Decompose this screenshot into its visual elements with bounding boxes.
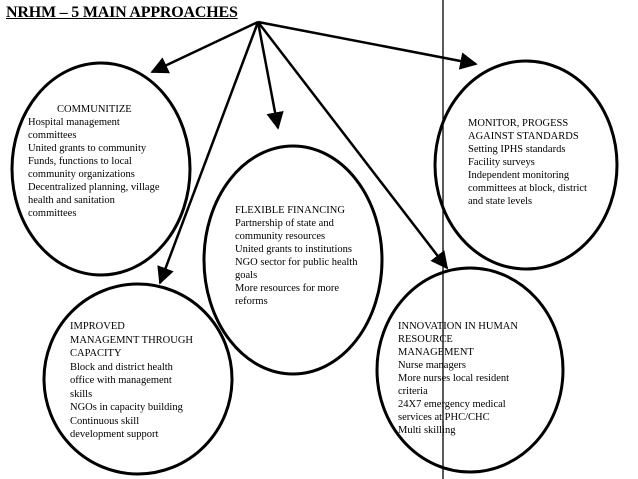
node-communitize-text: COMMUNITIZE Hospital management committe…	[28, 103, 160, 220]
page-title: NRHM – 5 MAIN APPROACHES	[6, 4, 238, 21]
node-communitize-line: health and sanitation	[28, 195, 115, 206]
node-communitize-line: committees	[28, 208, 77, 219]
node-communitize-line: community organizations	[28, 169, 135, 180]
node-improved-management-line: Block and district health	[70, 361, 173, 373]
node-monitor-heading: AGAINST STANDARDS	[468, 131, 579, 142]
node-flexible-financing-line: community resources	[235, 231, 326, 242]
node-monitor-text: MONITOR, PROGESS AGAINST STANDARDS Setti…	[468, 117, 587, 208]
node-innovation-hr-line: services at PHC/CHC	[398, 412, 490, 423]
node-innovation-hr-shape	[375, 266, 565, 474]
arrow-to-flexible-financing	[256, 21, 284, 130]
node-innovation-hr-line: 24X7 emergency medical	[398, 399, 506, 410]
node-communitize-heading: COMMUNITIZE	[57, 104, 132, 115]
node-communitize-line: Funds, functions to local	[28, 156, 132, 167]
node-improved-management-line: skills	[70, 388, 93, 400]
node-monitor-line: Independent monitoring	[468, 170, 570, 181]
arrow-to-communitize	[150, 20, 259, 74]
node-communitize-line: Hospital management	[28, 117, 120, 128]
node-monitor-line: Facility surveys	[468, 157, 535, 168]
node-monitor-shape	[433, 59, 619, 271]
node-flexible-financing-text: FLEXIBLE FINANCING Partnership of state …	[235, 204, 357, 308]
node-communitize-line: committees	[28, 130, 77, 141]
node-monitor-heading: MONITOR, PROGESS	[468, 118, 569, 129]
node-innovation-hr-line: Nurse managers	[398, 360, 466, 371]
node-improved-management-heading: IMPROVED	[70, 321, 125, 332]
node-innovation-hr-line: criteria	[398, 386, 428, 397]
node-improved-management-text: IMPROVED MANAGEMNT THROUGH CAPACITY Bloc…	[70, 320, 193, 442]
node-flexible-financing-line: goals	[235, 270, 258, 281]
node-innovation-hr-heading: INNOVATION IN HUMAN	[398, 321, 518, 332]
node-communitize-shape	[10, 61, 192, 277]
node-flexible-financing-shape	[202, 144, 384, 376]
node-monitor-line: committees at block, district	[468, 183, 587, 194]
node-improved-management-line: Continuous skill	[70, 415, 140, 427]
node-flexible-financing-heading: FLEXIBLE FINANCING	[235, 205, 345, 216]
node-innovation-hr-line: Multi skilling	[398, 425, 456, 436]
arrow-to-innovation-hr	[257, 21, 449, 270]
node-innovation-hr-line: More nurses local resident	[398, 373, 510, 384]
node-innovation-hr-heading: MANAGEMENT	[398, 347, 474, 358]
node-improved-management-line: development support	[70, 429, 159, 440]
node-improved-management-heading: CAPACITY	[70, 348, 122, 359]
node-improved-management-heading: MANAGEMNT THROUGH	[70, 334, 193, 346]
node-improved-management-line: NGOs in capacity building	[70, 402, 183, 413]
node-flexible-financing-line: United grants to institutions	[235, 244, 352, 255]
node-improved-management-shape	[42, 282, 234, 476]
node-innovation-hr-heading: RESOURCE	[398, 334, 453, 345]
node-flexible-financing-line: More resources for more	[235, 283, 340, 294]
arrow-to-improved-management	[157, 21, 260, 285]
node-flexible-financing-line: Partnership of state and	[235, 218, 334, 229]
node-flexible-financing-line: NGO sector for public health	[235, 257, 358, 268]
arrow-to-monitor	[257, 20, 478, 70]
node-communitize-line: United grants to community	[28, 143, 147, 154]
node-communitize-line: Decentralized planning, village	[28, 182, 160, 193]
node-flexible-financing-line: reforms	[235, 296, 268, 307]
node-monitor-line: and state levels	[468, 196, 533, 207]
node-improved-management-line: office with management	[70, 375, 172, 386]
node-monitor-line: Setting IPHS standards	[468, 144, 566, 155]
node-innovation-hr-text: INNOVATION IN HUMAN RESOURCE MANAGEMENT …	[398, 320, 518, 437]
